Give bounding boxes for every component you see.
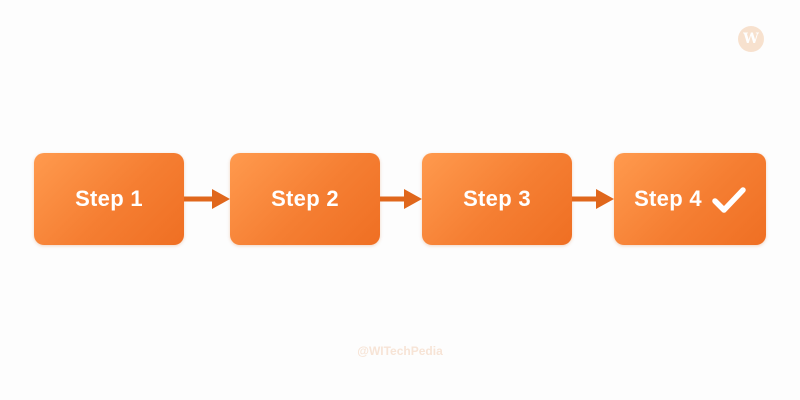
arrow-right-icon xyxy=(572,189,614,209)
brand-logo: W xyxy=(738,26,764,52)
watermark-text: @WITechPedia xyxy=(357,344,443,358)
arrow-right-icon xyxy=(184,189,230,209)
step-label-1: Step 1 xyxy=(75,186,143,211)
step-label-3: Step 3 xyxy=(463,186,531,211)
step-box-2: Step 2 xyxy=(230,153,380,245)
step-box-4: Step 4 xyxy=(614,153,766,245)
checkmark-icon xyxy=(712,187,746,213)
step-box-3: Step 3 xyxy=(422,153,572,245)
step-label-4: Step 4 xyxy=(634,186,702,211)
arrow-right-icon xyxy=(380,189,422,209)
step-box-1: Step 1 xyxy=(34,153,184,245)
step-label-2: Step 2 xyxy=(271,186,339,211)
brand-logo-letter: W xyxy=(743,31,759,47)
